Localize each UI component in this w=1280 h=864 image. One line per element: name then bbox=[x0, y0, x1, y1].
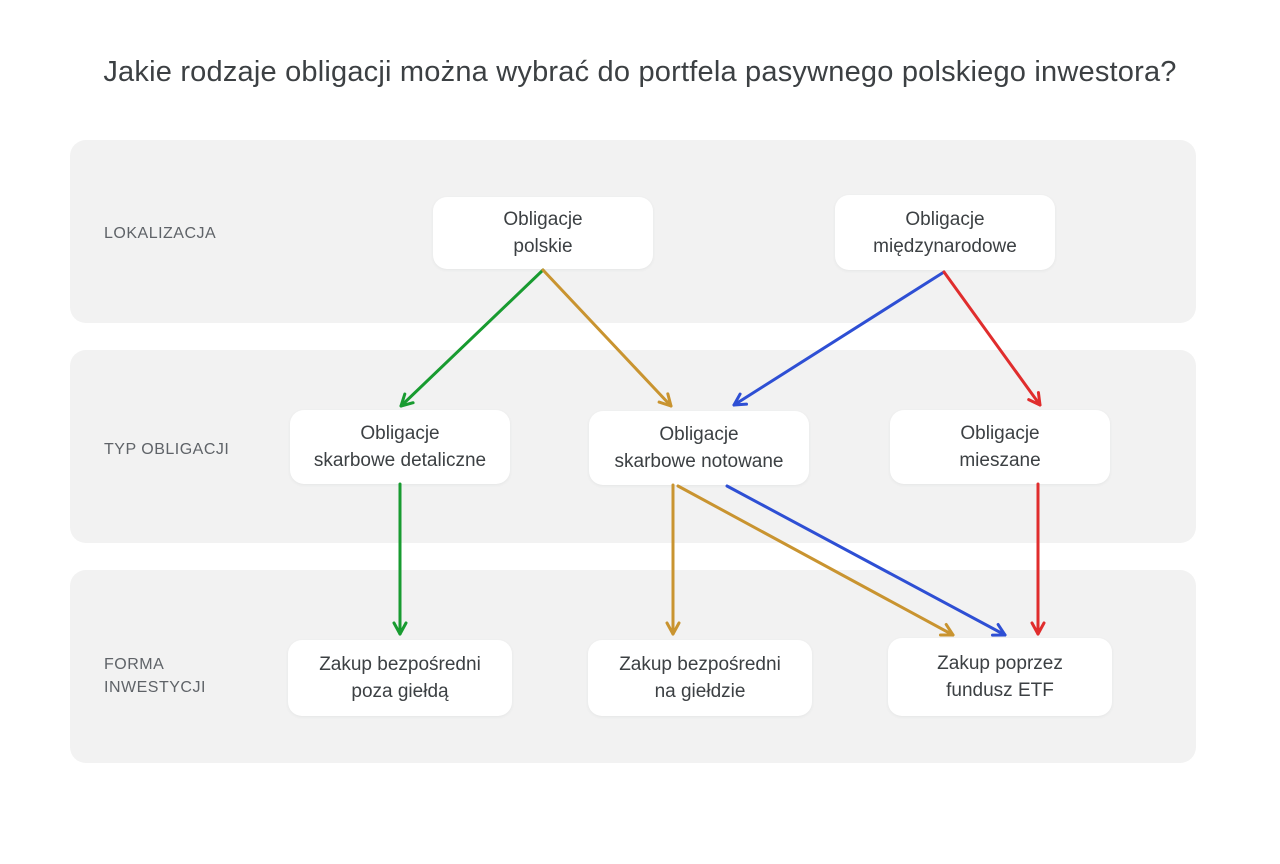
node-zakup-poprzez-fundusz-etf: Zakup poprzez fundusz ETF bbox=[888, 638, 1112, 716]
node-text-line: mieszane bbox=[959, 450, 1041, 471]
node-text-line: Zakup bezpośredni bbox=[619, 654, 781, 675]
node-zakup-bezposredni-na-gieldzie: Zakup bezpośredni na giełdzie bbox=[588, 640, 812, 716]
node-zakup-bezposredni-poza-gielda: Zakup bezpośredni poza giełdą bbox=[288, 640, 512, 716]
node-text-line: Obligacje bbox=[659, 424, 739, 445]
node-text-line: Zakup bezpośredni bbox=[319, 654, 481, 675]
node-text-line: poza giełdą bbox=[351, 681, 449, 702]
node-text-line: na giełdzie bbox=[654, 681, 746, 702]
row-label-line: TYP OBLIGACJI bbox=[104, 441, 230, 458]
row-label-typ-obligacji: TYP OBLIGACJI bbox=[104, 438, 229, 461]
node-text-line: Obligacje bbox=[503, 209, 583, 230]
page-title: Jakie rodzaje obligacji można wybrać do … bbox=[103, 56, 1177, 88]
node-obligacje-skarbowe-notowane: Obligacje skarbowe notowane bbox=[589, 411, 809, 485]
node-text-line: Obligacje bbox=[960, 423, 1040, 444]
node-text-line: Obligacje bbox=[905, 208, 985, 230]
node-text-line: Obligacje bbox=[360, 423, 440, 444]
node-text-line: skarbowe notowane bbox=[614, 451, 784, 472]
node-text-line: międzynarodowe bbox=[873, 235, 1017, 257]
node-obligacje-skarbowe-detaliczne: Obligacje skarbowe detaliczne bbox=[290, 410, 510, 484]
row-label-forma-inwestycji: FORMA INWESTYCJI bbox=[104, 653, 206, 699]
node-obligacje-polskie: Obligacje polskie bbox=[433, 197, 653, 269]
node-text-line: skarbowe detaliczne bbox=[313, 450, 487, 471]
node-text-line: fundusz ETF bbox=[946, 680, 1054, 701]
node-obligacje-mieszane: Obligacje mieszane bbox=[890, 410, 1110, 484]
row-label-line: INWESTYCJI bbox=[104, 679, 206, 696]
node-obligacje-miedzynarodowe: Obligacje międzynarodowe bbox=[835, 195, 1055, 270]
node-text-line: Zakup poprzez bbox=[937, 653, 1063, 674]
row-label-line: FORMA bbox=[104, 656, 165, 673]
row-label-lokalizacja: LOKALIZACJA bbox=[104, 222, 216, 245]
node-text-line: polskie bbox=[513, 236, 573, 257]
row-label-line: LOKALIZACJA bbox=[104, 225, 217, 242]
